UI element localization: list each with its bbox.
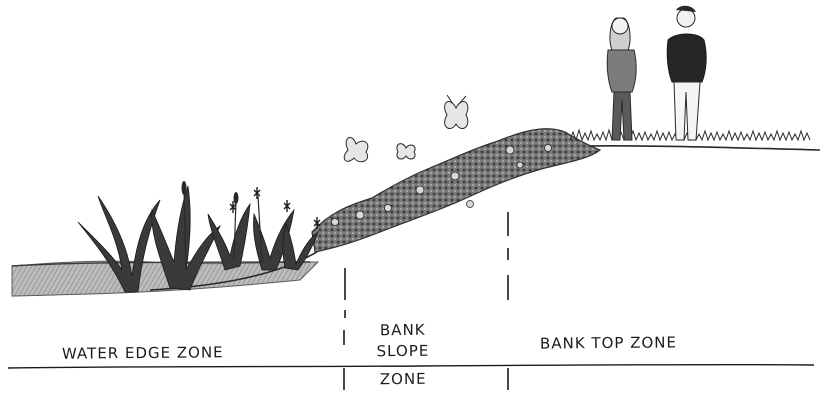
person-woman [607,18,636,140]
zone-divider-left [344,268,345,390]
cattail-heads [182,181,239,204]
butterfly-icon [445,95,468,129]
person-man [667,6,706,140]
bank-slope-line3: ZONE [358,369,448,391]
bank-slope-line2: SLOPE [358,341,448,363]
water-edge-zone-label: WATER EDGE ZONE [62,343,224,362]
bank-slope-zone-label: BANK SLOPE ZONE [358,320,449,391]
bank-top-zone-label: BANK TOP ZONE [540,333,677,352]
bank-slope-line1: BANK [358,320,448,342]
butterfly-icon [344,137,368,161]
butterfly-icon [397,144,415,159]
